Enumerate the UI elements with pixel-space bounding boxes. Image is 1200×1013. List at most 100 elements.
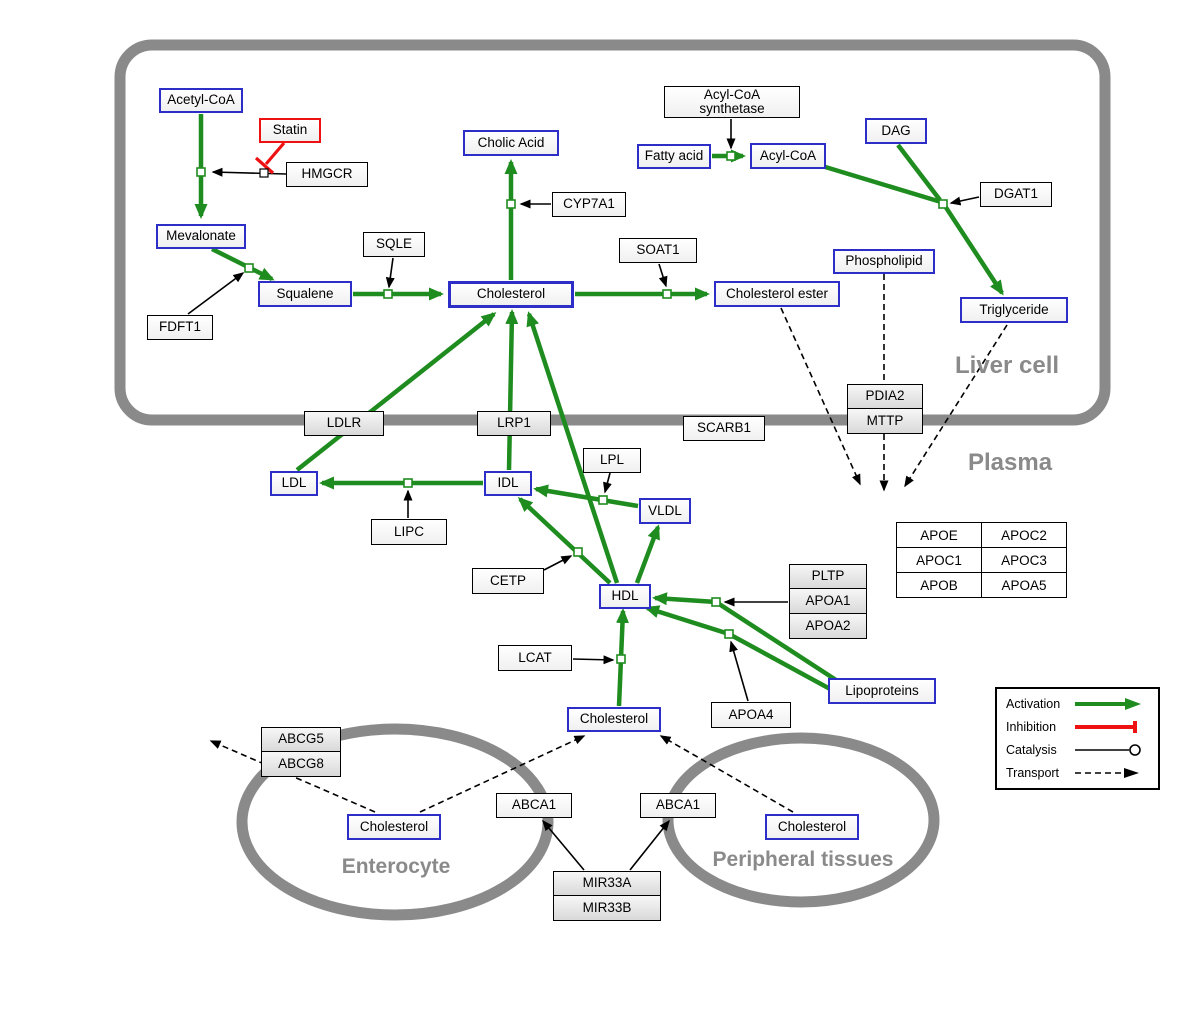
edge-peripheral-to-plasma-cholesterol bbox=[659, 735, 794, 813]
node-mttp[interactable]: MTTP bbox=[847, 408, 923, 434]
enterocyte-label: Enterocyte bbox=[341, 855, 451, 878]
node-cholesterol-enterocyte[interactable]: Cholesterol bbox=[347, 814, 441, 840]
node-squalene[interactable]: Squalene bbox=[258, 281, 352, 307]
anchor-fdft1 bbox=[244, 263, 254, 273]
anchor-sqle bbox=[383, 289, 393, 299]
anchor-lipc bbox=[403, 478, 413, 488]
node-hdl[interactable]: HDL bbox=[599, 584, 651, 609]
anchor-cyp7a1 bbox=[506, 199, 516, 209]
peripheral-tissues-label: Peripheral tissues bbox=[712, 848, 894, 871]
legend-row-transport: Transport bbox=[1006, 765, 1149, 781]
catalysis-edges bbox=[187, 119, 980, 871]
edge-mevalonate-to-squalene bbox=[210, 246, 275, 282]
edge-hdl-to-vldl bbox=[634, 524, 661, 584]
anchor-acyl-coa-synthetase bbox=[726, 151, 736, 161]
node-acetyl-coa[interactable]: Acetyl-CoA bbox=[159, 88, 243, 113]
legend-row-catalysis: Catalysis bbox=[1006, 742, 1149, 758]
node-acyl-coa[interactable]: Acyl-CoA bbox=[750, 143, 826, 169]
node-dgat1[interactable]: DGAT1 bbox=[980, 182, 1052, 207]
node-cholic-acid[interactable]: Cholic Acid bbox=[463, 130, 559, 156]
node-lpl[interactable]: LPL bbox=[583, 448, 641, 473]
node-apoa4[interactable]: APOA4 bbox=[711, 702, 791, 728]
node-apob[interactable]: APOB bbox=[897, 573, 982, 598]
inhibition-edge bbox=[254, 141, 286, 175]
node-lcat[interactable]: LCAT bbox=[498, 645, 572, 671]
node-soat1[interactable]: SOAT1 bbox=[619, 238, 697, 263]
node-idl[interactable]: IDL bbox=[484, 471, 532, 496]
node-ldlr[interactable]: LDLR bbox=[304, 411, 384, 436]
anchor-statin-target bbox=[259, 168, 269, 178]
edge-ldl-to-liver-cholesterol bbox=[295, 312, 497, 472]
node-mir33b[interactable]: MIR33B bbox=[553, 895, 661, 921]
node-fatty-acid[interactable]: Fatty acid bbox=[637, 144, 711, 169]
liver-cell-membrane bbox=[114, 39, 1111, 426]
anchor-soat1 bbox=[662, 289, 672, 299]
node-abca1-peripheral[interactable]: ABCA1 bbox=[640, 793, 716, 818]
legend-activation-label: Activation bbox=[1006, 697, 1061, 711]
node-mevalonate[interactable]: Mevalonate bbox=[156, 224, 246, 249]
node-triglyceride[interactable]: Triglyceride bbox=[960, 297, 1068, 323]
edge-mir33-to-abca1-right bbox=[629, 819, 670, 871]
node-apoc2[interactable]: APOC2 bbox=[982, 523, 1067, 548]
node-dag[interactable]: DAG bbox=[865, 118, 927, 144]
node-fdft1[interactable]: FDFT1 bbox=[147, 315, 213, 340]
node-cholesterol-plasma[interactable]: Cholesterol bbox=[567, 707, 661, 732]
node-apoa1[interactable]: APOA1 bbox=[789, 588, 867, 614]
liver-cell-label: Liver cell bbox=[955, 352, 1060, 379]
edge-vldl-to-idl bbox=[533, 484, 639, 509]
edge-fdft1-catalysis bbox=[187, 272, 245, 315]
anchor-pltp bbox=[711, 597, 721, 607]
node-apoc3[interactable]: APOC3 bbox=[982, 548, 1067, 573]
node-lrp1[interactable]: LRP1 bbox=[477, 411, 551, 436]
anchor-apoa4 bbox=[724, 629, 734, 639]
node-phospholipid[interactable]: Phospholipid bbox=[833, 249, 935, 274]
plasma-label: Plasma bbox=[968, 449, 1053, 476]
node-hmgcr[interactable]: HMGCR bbox=[286, 162, 368, 187]
node-ldl[interactable]: LDL bbox=[270, 471, 318, 496]
legend-inhibition-label: Inhibition bbox=[1006, 720, 1057, 734]
edge-hdl-to-idl bbox=[517, 496, 612, 585]
node-cetp[interactable]: CETP bbox=[472, 568, 544, 594]
node-abcg5[interactable]: ABCG5 bbox=[261, 727, 341, 752]
node-lipc[interactable]: LIPC bbox=[371, 519, 447, 545]
node-scarb1[interactable]: SCARB1 bbox=[683, 416, 765, 441]
node-cyp7a1[interactable]: CYP7A1 bbox=[552, 192, 626, 217]
edge-apoa4-catalysis bbox=[729, 640, 749, 702]
node-vldl[interactable]: VLDL bbox=[639, 498, 691, 524]
node-pdia2[interactable]: PDIA2 bbox=[847, 384, 923, 409]
edge-enterocyte-to-plasma-cholesterol bbox=[419, 735, 586, 813]
node-cholesterol-ester[interactable]: Cholesterol ester bbox=[714, 281, 840, 307]
legend-row-inhibition: Inhibition bbox=[1006, 719, 1149, 735]
node-statin[interactable]: Statin bbox=[259, 118, 321, 143]
anchor-hmgcr bbox=[196, 167, 206, 177]
anchor-lpl bbox=[598, 495, 608, 505]
edge-soat1-catalysis bbox=[658, 263, 668, 288]
inhibition-t-bar bbox=[254, 156, 275, 175]
edge-acyl-coa-to-dgat1-node bbox=[821, 163, 942, 205]
inhibition-tbar-icon bbox=[1075, 721, 1137, 733]
edge-triglyceride-secretion bbox=[904, 324, 1008, 488]
node-apoc1[interactable]: APOC1 bbox=[897, 548, 982, 573]
edge-mir33-to-abca1-left bbox=[542, 819, 585, 871]
node-apoa2[interactable]: APOA2 bbox=[789, 613, 867, 639]
node-cholesterol-liver[interactable]: Cholesterol bbox=[448, 281, 574, 308]
node-cholesterol-peripheral[interactable]: Cholesterol bbox=[765, 814, 859, 840]
legend-transport-label: Transport bbox=[1006, 766, 1060, 780]
node-abca1-enterocyte[interactable]: ABCA1 bbox=[496, 793, 572, 818]
anchor-lcat bbox=[616, 654, 626, 664]
node-pltp[interactable]: PLTP bbox=[789, 564, 867, 589]
node-mir33a[interactable]: MIR33A bbox=[553, 871, 661, 896]
node-lipoproteins[interactable]: Lipoproteins bbox=[828, 678, 936, 704]
anchor-dgat1 bbox=[938, 199, 948, 209]
edge-sqle-catalysis bbox=[385, 257, 395, 289]
node-apoa5[interactable]: APOA5 bbox=[982, 573, 1067, 598]
legend-catalysis-label: Catalysis bbox=[1006, 743, 1057, 757]
node-sqle[interactable]: SQLE bbox=[363, 232, 425, 257]
node-abcg8[interactable]: ABCG8 bbox=[261, 751, 341, 777]
node-acyl-coa-synthetase[interactable]: Acyl-CoA synthetase bbox=[664, 86, 800, 118]
apolipoprotein-table: APOE APOC2 APOC1 APOC3 APOB APOA5 bbox=[896, 522, 1067, 598]
node-apoe[interactable]: APOE bbox=[897, 523, 982, 548]
edge-lcat-catalysis bbox=[572, 655, 615, 665]
